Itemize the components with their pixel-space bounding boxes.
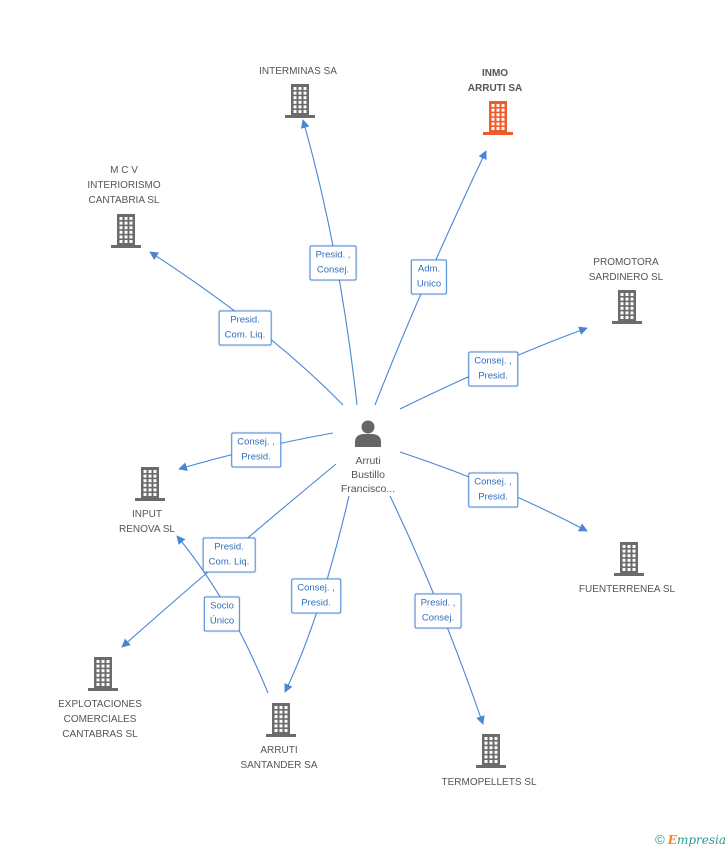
company-label[interactable]: PROMOTORA SARDINERO SL xyxy=(588,257,664,283)
company-label[interactable]: FUENTERRENEA SL xyxy=(578,584,676,595)
person-label[interactable]: Arruti Bustillo Francisco... xyxy=(340,455,396,495)
company-label[interactable]: EXPLOTACIONES COMERCIALES CANTABRAS SL xyxy=(58,699,142,740)
building-icon[interactable] xyxy=(266,703,296,737)
relation-label[interactable]: Consej. , Presid. xyxy=(231,432,281,468)
building-icon[interactable] xyxy=(285,84,315,118)
building-icon[interactable] xyxy=(483,101,513,135)
company-label[interactable]: INTERMINAS SA xyxy=(259,66,337,77)
relation-label[interactable]: Consej. , Presid. xyxy=(468,351,518,387)
building-icon[interactable] xyxy=(88,657,118,691)
building-icon[interactable] xyxy=(476,734,506,768)
company-label[interactable]: TERMOPELLETS SL xyxy=(441,777,537,788)
relation-label[interactable]: Socio Único xyxy=(203,596,241,632)
building-icon[interactable] xyxy=(135,467,165,501)
relation-label[interactable]: Consej. , Presid. xyxy=(468,472,518,508)
person-icon[interactable] xyxy=(355,420,381,448)
relation-label[interactable]: Presid. , Consej. xyxy=(414,593,462,629)
relation-label[interactable]: Adm. Unico xyxy=(410,259,448,295)
company-label[interactable]: INPUT RENOVA SL xyxy=(119,509,175,535)
relation-label[interactable]: Presid. Com. Liq. xyxy=(202,537,256,573)
building-icon[interactable] xyxy=(612,290,642,324)
relation-label[interactable]: Presid. , Consej. xyxy=(309,245,357,281)
building-icon[interactable] xyxy=(111,214,141,248)
company-label[interactable]: ARRUTI SANTANDER SA xyxy=(240,745,318,771)
brand-logo[interactable]: Empresia xyxy=(667,833,726,847)
relation-label[interactable]: Consej. , Presid. xyxy=(291,578,341,614)
copyright-symbol: © xyxy=(655,832,665,847)
company-label[interactable]: INMO ARRUTI SA xyxy=(467,68,523,94)
building-icon[interactable] xyxy=(614,542,644,576)
footer: © Empresia xyxy=(655,832,726,847)
relation-label[interactable]: Presid. Com. Liq. xyxy=(218,310,272,346)
company-label[interactable]: M C V INTERIORISMO CANTABRIA SL xyxy=(87,165,161,206)
